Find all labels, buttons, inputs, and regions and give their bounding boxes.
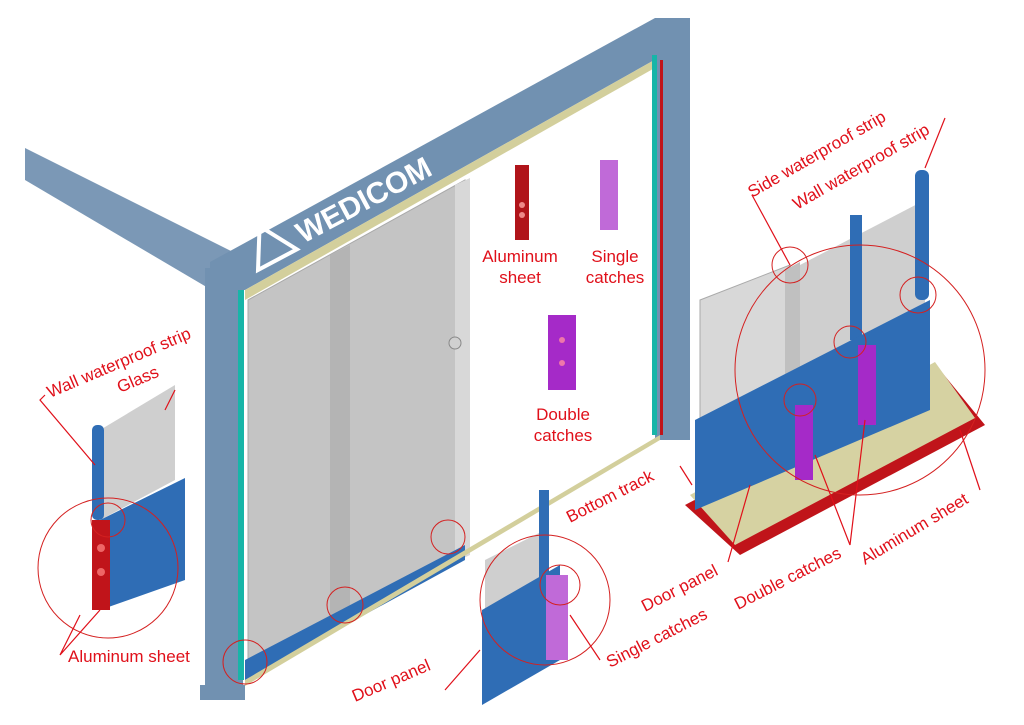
label-center-door-panel: Door panel (349, 656, 433, 706)
legend-single-label-2: catches (586, 268, 645, 287)
left-post (205, 268, 243, 698)
label-right-door-panel: Door panel (638, 561, 721, 616)
door-handle (448, 336, 462, 350)
label-right-double-catches: Double catches (731, 543, 844, 613)
single-catch-icon (600, 160, 618, 230)
legend-single-label: Single (591, 247, 638, 266)
container-frame (25, 18, 690, 700)
label-right-aluminum: Aluminum sheet (857, 489, 972, 568)
door-bottom-blue (245, 545, 465, 680)
front-top-beam (210, 18, 690, 290)
door-panels (245, 178, 660, 686)
double-catch-icon (548, 315, 576, 390)
right-post-seal (652, 55, 657, 435)
bottom-track-strip (245, 435, 660, 686)
center-detail (222, 490, 611, 705)
left-detail (37, 385, 185, 639)
label-center-single-catches: Single catches (603, 604, 710, 671)
leader-lines (39, 117, 981, 691)
top-seal (245, 40, 690, 300)
left-top-beam (25, 148, 245, 292)
legend-aluminum-label: Aluminum (482, 247, 558, 266)
right-detail (685, 170, 986, 555)
label-bottom-track: Bottom track (563, 466, 657, 526)
left-post-seal (238, 290, 244, 680)
legend-aluminum-label-2: sheet (499, 268, 541, 287)
legend-parts: Aluminum sheet Single catches Double cat… (482, 160, 644, 445)
post-foot (200, 685, 245, 700)
legend-double-label-2: catches (534, 426, 593, 445)
right-post-red (660, 60, 663, 435)
legend-double-label: Double (536, 405, 590, 424)
label-left-aluminum: Aluminum sheet (68, 647, 190, 666)
